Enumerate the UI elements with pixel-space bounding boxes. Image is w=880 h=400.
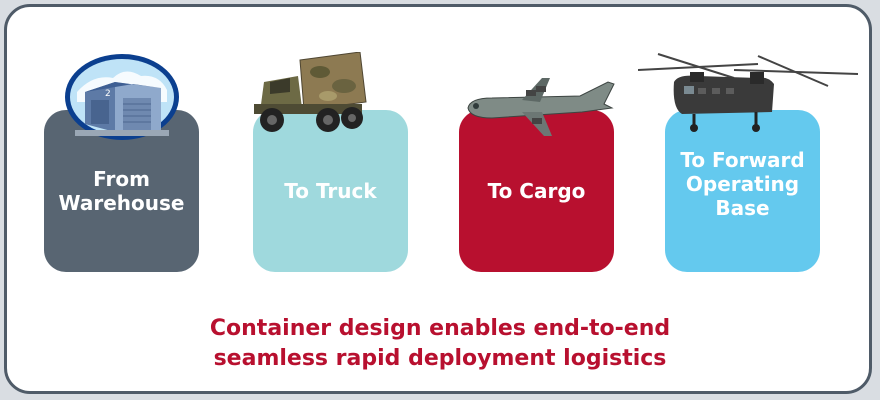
helicopter-icon — [638, 53, 859, 132]
truck-step-label: To Truck — [284, 179, 377, 203]
warehouse-step-label: From Warehouse — [58, 167, 185, 215]
fob-step-card: To Forward Operating Base — [665, 110, 820, 272]
caption-line-2: seamless rapid deployment logistics — [213, 346, 667, 371]
truck-step-card: To Truck — [253, 110, 408, 272]
fob-step-label: To Forward Operating Base — [680, 148, 805, 220]
caption-line-1: Container design enables end-to-end — [209, 316, 671, 341]
military-truck-icon — [254, 52, 367, 132]
diagram-caption: Container design enables end-to-end seam… — [0, 314, 880, 374]
cargo-plane-icon — [467, 78, 615, 136]
cargo-step-card: To Cargo — [459, 110, 614, 272]
cargo-step-label: To Cargo — [487, 179, 586, 203]
warehouse-icon: 2 — [65, 54, 179, 140]
svg-text:2: 2 — [105, 89, 111, 99]
